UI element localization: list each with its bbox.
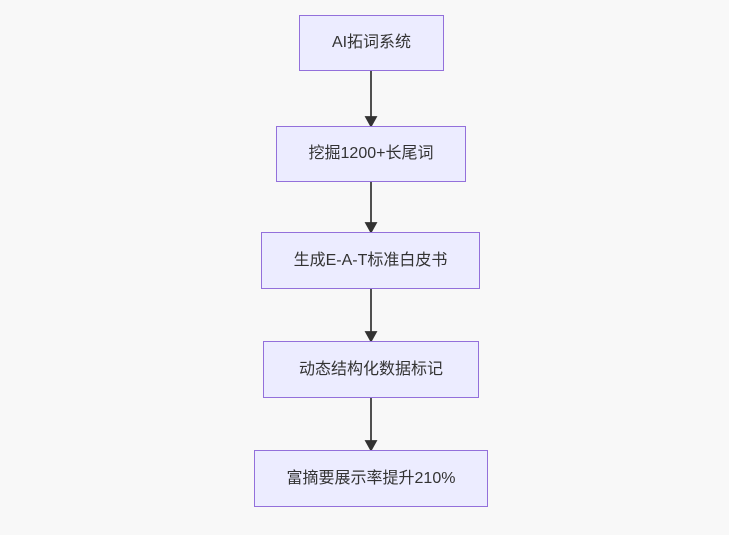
flow-node-label: 生成E-A-T标准白皮书 <box>293 251 448 269</box>
flow-node-ai-keyword-system: AI拓词系统 <box>299 15 444 71</box>
flow-node-label: 挖掘1200+长尾词 <box>308 145 434 163</box>
flow-node-label: 富摘要展示率提升210% <box>286 469 456 487</box>
flow-node-eat-whitepaper: 生成E-A-T标准白皮书 <box>261 232 480 289</box>
arrow-n2-n3 <box>364 182 378 234</box>
arrow-n4-n5 <box>364 398 378 452</box>
arrow-n1-n2 <box>364 71 378 128</box>
arrow-n3-n4 <box>364 289 378 343</box>
flow-node-longtail-mining: 挖掘1200+长尾词 <box>276 126 466 182</box>
flow-node-label: 动态结构化数据标记 <box>298 360 443 378</box>
flow-node-label: AI拓词系统 <box>331 34 412 52</box>
flow-node-structured-data-markup: 动态结构化数据标记 <box>263 341 479 398</box>
flow-node-rich-snippet-result: 富摘要展示率提升210% <box>254 450 488 507</box>
